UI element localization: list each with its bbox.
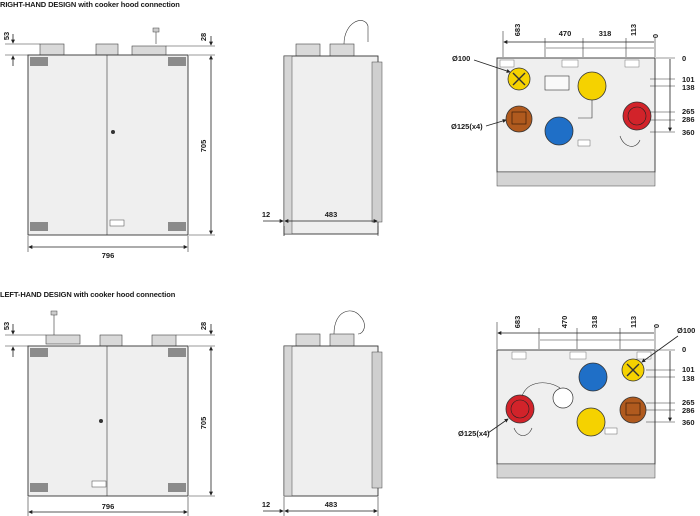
lh-vdim-0: 0 [682, 345, 686, 354]
lh-side-offset: 12 [262, 500, 270, 509]
rh-top-dim-683: 683 [513, 24, 522, 37]
lh-height-dim: 705 [199, 417, 208, 430]
lh-top-dim-0: 0 [652, 324, 661, 328]
lh-front-view: 796 705 53 28 [2, 310, 215, 516]
lh-diameter-large: Ø125(x4) [458, 429, 490, 438]
lh-top-dim-318: 318 [590, 316, 599, 329]
left-hand-design-title: LEFT-HAND DESIGN with cooker hood connec… [0, 290, 176, 299]
rh-top-view: 683 470 318 113 0 0 101 138 265 286 360 … [451, 24, 695, 187]
rh-top-offset-left: 53 [2, 32, 11, 40]
rh-top-dim-470: 470 [559, 29, 572, 38]
rh-width-dim: 796 [102, 251, 115, 260]
lh-vdim-101: 101 [682, 365, 695, 374]
lh-vdim-138: 138 [682, 374, 695, 383]
rh-vdim-265: 265 [682, 107, 695, 116]
lh-vdim-286: 286 [682, 406, 695, 415]
rh-side-offset: 12 [262, 210, 270, 219]
lh-top-offset-right: 28 [199, 322, 208, 330]
lh-top-offset-left: 53 [2, 322, 11, 330]
lh-vdim-360: 360 [682, 418, 695, 427]
rh-top-dim-0: 0 [651, 34, 660, 38]
rh-top-dim-113: 113 [629, 24, 638, 36]
rh-top-offset-right: 28 [199, 33, 208, 41]
rh-vdim-286: 286 [682, 115, 695, 124]
lh-side-view: 483 12 [262, 310, 383, 516]
rh-vdim-101: 101 [682, 75, 695, 84]
lh-top-dim-113: 113 [629, 316, 638, 328]
rh-vdim-138: 138 [682, 83, 695, 92]
rh-diameter-small: Ø100 [452, 54, 470, 63]
rh-depth-dim: 483 [325, 210, 338, 219]
right-hand-design-title: RIGHT-HAND DESIGN with cooker hood conne… [0, 0, 180, 9]
rh-vdim-360: 360 [682, 128, 695, 137]
rh-diameter-large: Ø125(x4) [451, 122, 483, 131]
lh-vdim-265: 265 [682, 398, 695, 407]
lh-top-view: 683 470 318 113 0 0 101 138 265 286 360 … [458, 316, 695, 479]
rh-top-dim-318: 318 [599, 29, 612, 38]
rh-side-view: 483 12 [262, 20, 383, 236]
lh-width-dim: 796 [102, 502, 115, 511]
lh-depth-dim: 483 [325, 500, 338, 509]
lh-top-dim-683: 683 [513, 316, 522, 329]
rh-front-view: 796 705 53 28 [2, 27, 215, 260]
rh-height-dim: 705 [199, 140, 208, 153]
lh-diameter-small: Ø100 [677, 326, 695, 335]
rh-vdim-0: 0 [682, 54, 686, 63]
lh-top-dim-470: 470 [560, 316, 569, 329]
